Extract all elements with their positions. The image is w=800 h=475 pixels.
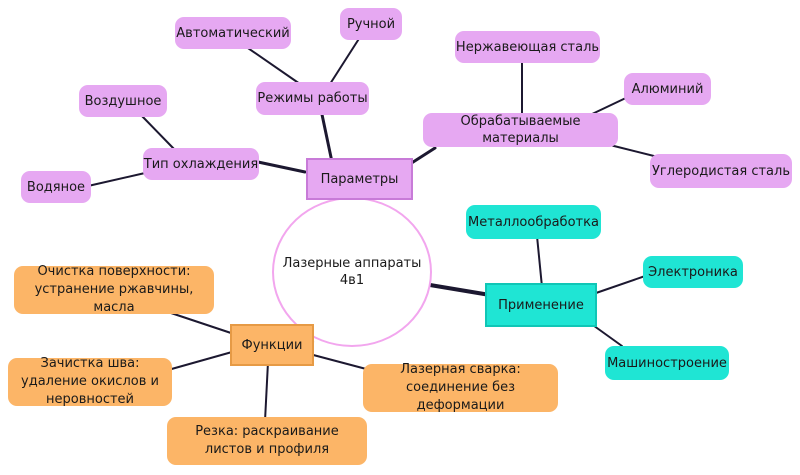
edge-center-application [428, 283, 492, 297]
node-func-cutting[interactable]: Резка: раскраивание листов и профиля [167, 417, 367, 465]
node-material-aluminum[interactable]: Алюминий [624, 73, 711, 105]
node-func-cutting-label: Резка: раскраивание листов и профиля [195, 424, 339, 457]
branch-params-label: Параметры [320, 171, 399, 187]
edge-modes-manual [329, 33, 363, 85]
node-func-seam[interactable]: Зачистка шва: удаление окислов и неровно… [8, 356, 172, 407]
branch-params[interactable]: Параметры [306, 158, 413, 200]
node-material-aluminum-label: Алюминий [631, 81, 704, 97]
edge-functions-cutting [264, 361, 269, 422]
node-cooling-water[interactable]: Водяное [21, 171, 91, 203]
node-material-stainless-label: Нержавеющая сталь [455, 39, 600, 55]
node-func-cleaning-label: Очистка поверхности: устранение ржавчины… [34, 264, 194, 315]
node-mode-auto[interactable]: Автоматический [175, 17, 291, 49]
node-app-electronics-label: Электроника [648, 264, 738, 280]
node-app-electronics[interactable]: Электроника [643, 256, 743, 288]
node-func-seam-label: Зачистка шва: удаление окислов и неровно… [21, 356, 159, 407]
node-mode-auto-label: Автоматический [176, 25, 290, 41]
edge-modes-auto [244, 45, 301, 85]
node-cooling-air[interactable]: Воздушное [79, 85, 167, 117]
node-func-cleaning[interactable]: Очистка поверхности: устранение ржавчины… [14, 264, 214, 315]
edge-application-metal [536, 235, 543, 288]
node-app-metal[interactable]: Металлообработка [466, 205, 601, 239]
edge-params-materials [408, 146, 437, 166]
edge-cooling-air [139, 113, 176, 151]
node-material-carbon[interactable]: Углеродистая сталь [650, 154, 792, 188]
edge-params-cooling [256, 160, 307, 174]
node-func-welding-label: Лазерная сварка: соединение без деформац… [400, 362, 521, 413]
node-modes[interactable]: Режимы работы [256, 82, 369, 115]
node-cooling[interactable]: Тип охлаждения [143, 148, 259, 180]
branch-functions-label: Функции [241, 337, 303, 353]
node-app-metal-label: Металлообработка [468, 214, 599, 230]
node-materials[interactable]: Обрабатываемые материалы [423, 113, 618, 147]
center-node-label: Лазерные аппараты 4в1 [282, 256, 422, 288]
edge-materials-aluminum [589, 95, 631, 116]
edge-cooling-water [87, 172, 146, 187]
branch-functions[interactable]: Функции [230, 324, 314, 366]
node-func-welding[interactable]: Лазерная сварка: соединение без деформац… [363, 362, 558, 413]
edge-functions-seam [167, 351, 233, 371]
edge-application-electronics [595, 274, 649, 294]
node-modes-label: Режимы работы [257, 91, 368, 106]
node-app-machinery-label: Машиностроение [607, 355, 727, 371]
branch-application[interactable]: Применение [485, 283, 597, 327]
node-material-stainless[interactable]: Нержавеющая сталь [455, 31, 600, 63]
node-mode-manual[interactable]: Ручной [340, 8, 402, 40]
node-material-carbon-label: Углеродистая сталь [652, 163, 790, 179]
node-materials-label: Обрабатываемые материалы [460, 114, 581, 146]
node-mode-manual-label: Ручной [346, 16, 396, 32]
node-cooling-water-label: Водяное [26, 179, 86, 195]
node-cooling-air-label: Воздушное [84, 93, 162, 109]
branch-application-label: Применение [498, 297, 584, 313]
node-app-machinery[interactable]: Машиностроение [605, 346, 729, 380]
node-cooling-label: Тип охлаждения [143, 156, 259, 172]
